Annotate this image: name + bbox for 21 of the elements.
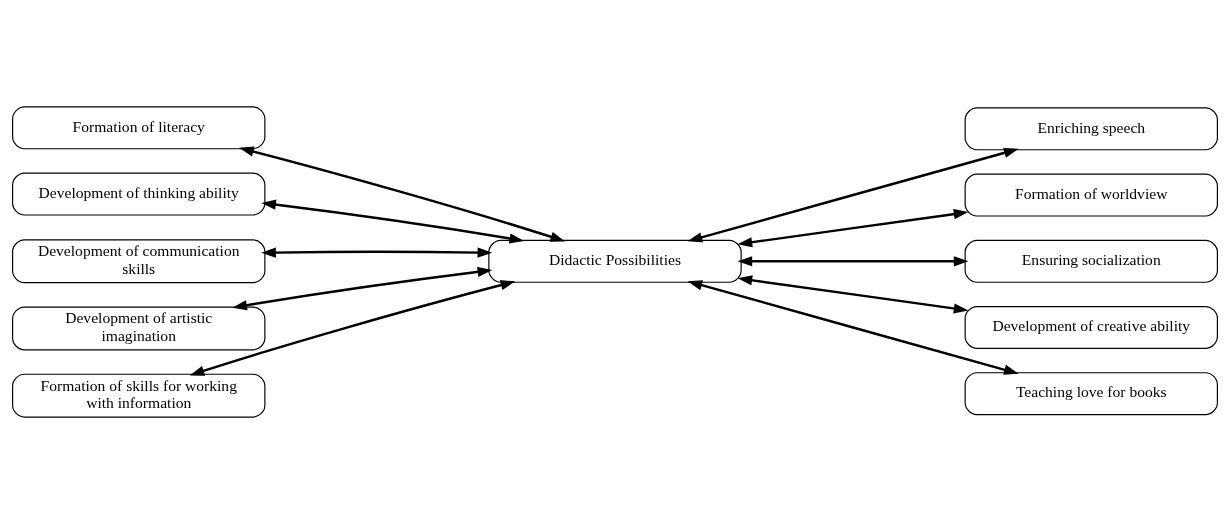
arrow: [687, 147, 1019, 242]
arrow: [261, 199, 525, 243]
arrow: [232, 266, 493, 310]
arrow: [189, 279, 516, 376]
arrow: [261, 246, 493, 258]
node-box: Formation of literacy: [12, 105, 266, 149]
node-box: Development of thinking ability: [12, 172, 266, 216]
node-box: Formation of skills for working with information: [12, 373, 266, 418]
arrow: [737, 208, 969, 247]
node-box: Formation of worldview: [964, 173, 1218, 217]
arrow: [737, 274, 969, 314]
node-box: Enriching speech: [964, 106, 1218, 150]
node-box: Development of artistic imagination: [12, 305, 266, 350]
node-box: Development of communication skills: [12, 238, 266, 283]
node-box: Development of creative ability: [964, 305, 1218, 349]
node-box: Teaching love for books: [964, 371, 1218, 415]
node-box: Ensuring socialization: [964, 239, 1218, 283]
arrow: [239, 146, 565, 242]
node-box: Didactic Possibilities: [488, 239, 742, 283]
arrow: [737, 255, 969, 266]
arrow: [687, 279, 1019, 375]
